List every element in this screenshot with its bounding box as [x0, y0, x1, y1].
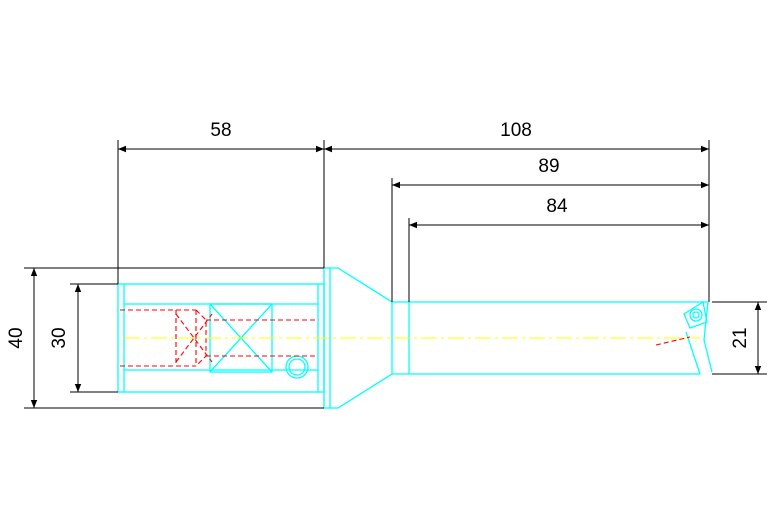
dim-text-30: 30 — [49, 327, 70, 348]
flute-edge — [685, 331, 701, 375]
dim-text-58: 58 — [210, 120, 231, 141]
dim-text-40: 40 — [6, 327, 27, 348]
dim-text-21: 21 — [730, 327, 751, 348]
dim-text-84: 84 — [546, 196, 568, 217]
cone-top — [330, 267, 393, 303]
tip-edge-1 — [703, 301, 709, 341]
tool-outline — [117, 267, 713, 409]
coolant-hole-inner — [288, 358, 306, 376]
cone-bottom — [330, 373, 393, 409]
dim-text-89: 89 — [538, 156, 559, 177]
tip-edge-2 — [703, 339, 713, 373]
dim-text-108: 108 — [500, 120, 532, 141]
insert-screw — [689, 308, 703, 322]
insert-outline — [683, 300, 708, 329]
insert-screw-inner — [692, 311, 700, 319]
dimensions — [24, 140, 767, 409]
